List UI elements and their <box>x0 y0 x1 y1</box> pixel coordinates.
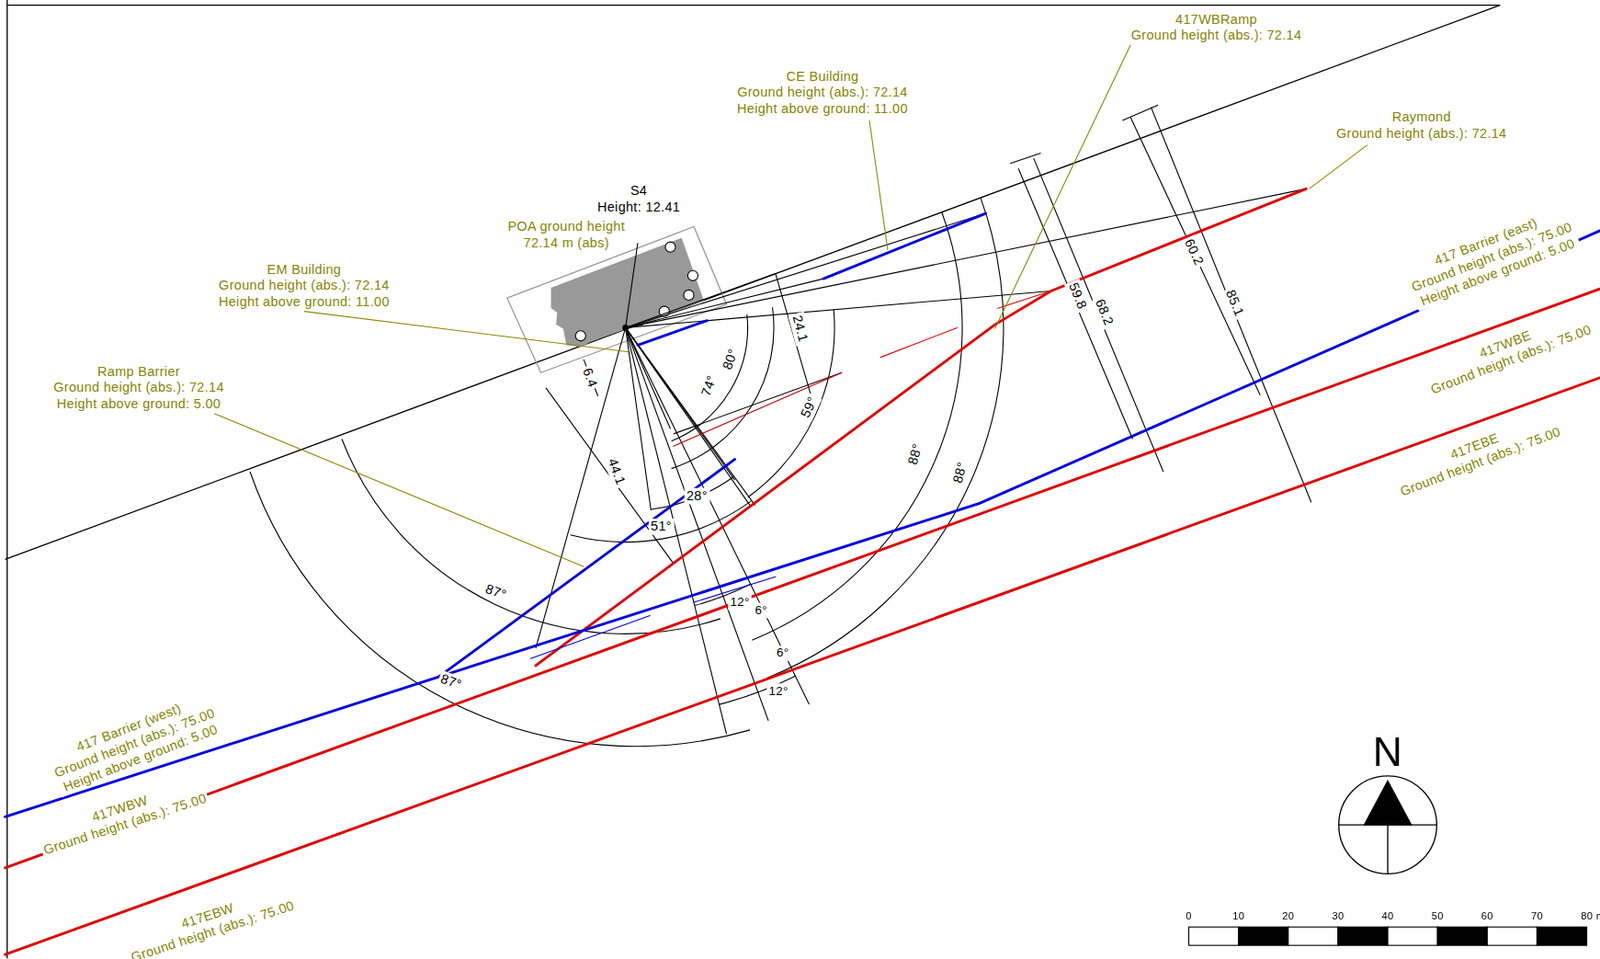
label-group: 0 <box>1183 909 1194 922</box>
label-group: S4Height: 12.41 <box>595 182 683 216</box>
dimension-label: 80 m <box>1578 909 1600 922</box>
dimension-label: 85.1 <box>1221 285 1249 321</box>
label-group: 40 <box>1379 909 1396 922</box>
dimension-label: 6° <box>752 602 770 619</box>
dimension-label: 20 <box>1280 909 1296 922</box>
dimension-label: 6° <box>774 645 792 661</box>
source-note: Ground height (abs.): 72.14 <box>51 379 227 397</box>
source-note: Ground height (abs.): 72.14 <box>735 84 910 102</box>
label-group: 24.1 <box>788 311 813 346</box>
source-note: Height above ground: 11.00 <box>735 101 910 118</box>
source-note: CE Building <box>735 68 910 85</box>
dimension-label: 51° <box>648 518 674 535</box>
label-group: 417EBWGround height (abs.): 75.00 <box>122 881 299 959</box>
label-group: 59.8 <box>1064 278 1091 314</box>
label-group: 51° <box>648 518 674 535</box>
label-group: 20 <box>1280 909 1296 922</box>
source-note: Ground height (abs.): 72.14 <box>216 277 392 295</box>
dimension-label: 88° <box>949 458 972 488</box>
label-group: CE BuildingGround height (abs.): 72.14He… <box>735 68 910 117</box>
dimension-label: 88° <box>904 440 927 469</box>
dimension-label: 50 <box>1429 909 1445 922</box>
label-group: 12° <box>766 682 791 699</box>
label-group: 10 <box>1230 909 1247 922</box>
label-group: 80 m <box>1578 909 1600 922</box>
label-group: RaymondGround height (abs.): 72.14 <box>1334 109 1510 143</box>
label-group: 30 <box>1329 909 1346 922</box>
label-group: 88° <box>904 440 927 469</box>
label-group: 28° <box>684 487 710 505</box>
label-group: 6.4 <box>578 363 602 392</box>
dimension-label: 12° <box>727 594 752 611</box>
dimension-label: 59.8 <box>1064 278 1091 314</box>
source-note: EM Building <box>216 260 392 278</box>
dimension-label: 44.1 <box>602 453 629 489</box>
dimension-label: 60.2 <box>1180 234 1208 270</box>
source-note: POA ground height <box>505 218 627 236</box>
source-note: Height above ground: 11.00 <box>216 294 392 311</box>
label-group: 44.1 <box>602 453 629 489</box>
dimension-label: 74° <box>697 371 722 401</box>
label-group: 59° <box>796 392 823 422</box>
dimension-label: 87° <box>436 669 466 694</box>
source-note: Raymond <box>1334 109 1510 126</box>
dimension-label: 6.4 <box>578 363 602 392</box>
label-group: 12° <box>727 594 752 611</box>
dimension-label: 68.2 <box>1090 295 1118 330</box>
source-note: Ground height (abs.): 72.14 <box>1334 125 1510 143</box>
dimension-label: 87° <box>481 579 511 604</box>
label-group: N <box>1371 726 1406 777</box>
dimension-label: 30 <box>1329 909 1346 922</box>
label-group: 87° <box>481 579 511 604</box>
label-group: 417 Barrier (east)Ground height (abs.): … <box>1401 203 1582 312</box>
dimension-label: 80° <box>718 344 743 375</box>
label-group: 417WBRampGround height (abs.): 72.14 <box>1129 11 1305 45</box>
dimension-label: 24.1 <box>788 311 813 346</box>
label-group: 88° <box>949 458 972 488</box>
label-group: 85.1 <box>1221 285 1249 321</box>
label-group: 74° <box>697 371 722 401</box>
label-group: 6° <box>752 602 770 619</box>
dimension-label: 40 <box>1379 909 1396 922</box>
label-group: 70 <box>1529 909 1545 922</box>
source-note: Ramp Barrier <box>51 363 227 380</box>
label-group: POA ground height72.14 m (abs) <box>505 218 627 252</box>
label-group: EM BuildingGround height (abs.): 72.14He… <box>216 260 392 310</box>
label-group: 417WBEGround height (abs.): 75.00 <box>1420 305 1596 398</box>
dimension-label: 0 <box>1183 909 1194 922</box>
source-note: Ground height (abs.): 72.14 <box>1129 27 1305 45</box>
dimension-label: 10 <box>1230 909 1247 922</box>
dimension-label: 28° <box>684 487 710 505</box>
dimension-label: S4 <box>595 182 683 200</box>
dimension-label: 70 <box>1529 909 1545 922</box>
label-group: 60.2 <box>1180 234 1208 270</box>
dimension-label: Height: 12.41 <box>595 199 683 216</box>
label-group: 80° <box>718 344 743 375</box>
label-group: 87° <box>436 669 466 694</box>
label-group: 60 <box>1479 909 1496 922</box>
label-group: Ramp BarrierGround height (abs.): 72.14H… <box>51 363 227 412</box>
source-note: Height above ground: 5.00 <box>51 396 227 413</box>
dimension-label: 59° <box>796 392 823 422</box>
dimension-label: N <box>1371 726 1406 777</box>
source-note: 417WBRamp <box>1129 11 1305 28</box>
label-group: 68.2 <box>1090 295 1118 330</box>
label-group: 6° <box>774 645 792 661</box>
source-note: 72.14 m (abs) <box>505 234 627 251</box>
dimension-label: 60 <box>1479 909 1496 922</box>
dimension-label: 12° <box>766 682 791 699</box>
label-group: 50 <box>1429 909 1445 922</box>
